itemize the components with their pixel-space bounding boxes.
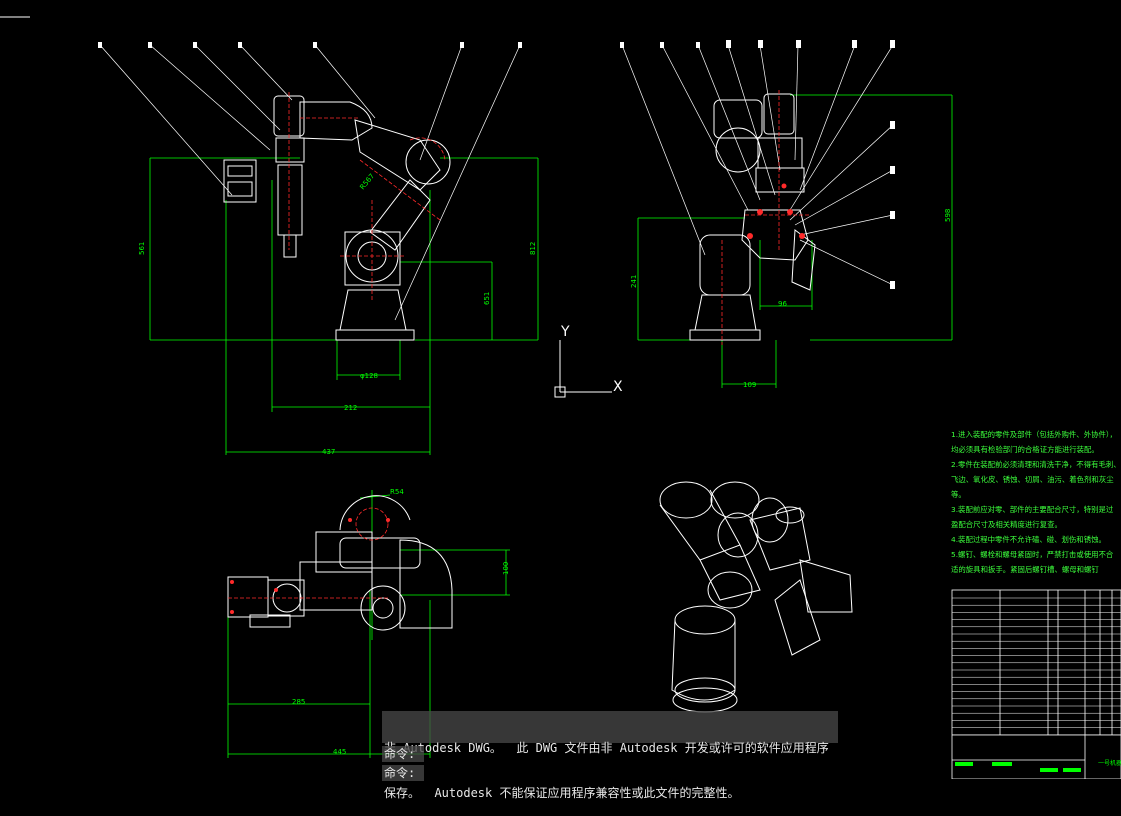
command-prompt-2[interactable]: 命令: [382, 765, 424, 781]
note-line: 盈配合尺寸及相关精度进行复查。 [951, 520, 1062, 529]
command-notice-line1: 非 Autodesk DWG。 此 DWG 文件由非 Autodesk 开发或许… [384, 741, 829, 755]
dim-top-445: 445 [333, 748, 346, 756]
note-line: 飞边、氧化皮、锈蚀、切屑、油污、着色剂和灰尘 [951, 475, 1114, 484]
dim-side-241: 241 [630, 275, 638, 288]
dim-side-598: 598 [944, 209, 952, 222]
dim-front-dia128: φ128 [360, 372, 378, 380]
front-view [98, 42, 539, 455]
dim-front-561: 561 [138, 242, 146, 255]
note-line: 4.装配过程中零件不允许磕、碰、划伤和锈蚀。 [951, 535, 1106, 544]
technical-notes: 1.进入装配的零件及部件（包括外购件、外协件）， 均必须具有检验部门的合格证方能… [951, 427, 1119, 577]
dim-front-437: 437 [322, 448, 335, 456]
cad-drawing-canvas[interactable]: 561 812 R567 651 φ128 212 437 [0, 0, 1121, 779]
dim-top-285: 285 [292, 698, 305, 706]
command-prompt-1[interactable]: 命令: [382, 746, 424, 762]
note-line: 3.装配前应对零、部件的主要配合尺寸，特别是过 [951, 505, 1114, 514]
dim-side-109: 109 [743, 381, 756, 389]
drawing-title: 一号机器人 [1098, 759, 1121, 767]
ucs-x-label: X [613, 379, 623, 395]
note-line: 2.零件在装配前必须清理和清洗干净，不得有毛刺、 [951, 460, 1119, 469]
command-history[interactable]: 非 Autodesk DWG。 此 DWG 文件由非 Autodesk 开发或许… [382, 711, 838, 800]
ucs-icon [554, 340, 612, 398]
command-notice-line2: 保存。 Autodesk 不能保证应用程序兼容性或此文件的完整性。 [384, 786, 740, 800]
dim-side-96: 96 [778, 300, 787, 308]
note-line: 适的旋具和扳手。紧固后螺钉槽、螺母和螺钉 [951, 565, 1099, 574]
dim-front-812: 812 [529, 242, 537, 255]
dim-top-100: 100 [502, 562, 510, 575]
dim-front-651: 651 [483, 292, 491, 305]
note-line: 等。 [951, 490, 966, 499]
note-line: 均必须具有检验部门的合格证方能进行装配。 [951, 445, 1099, 454]
side-view [620, 40, 953, 388]
dim-front-212: 212 [344, 404, 357, 412]
dim-top-r54: R54 [390, 488, 404, 496]
note-line: 5.螺钉、螺栓和螺母紧固时，严禁打击或使用不合 [951, 550, 1114, 559]
isometric-view [659, 481, 853, 713]
ucs-y-label: Y [560, 324, 570, 340]
note-line: 1.进入装配的零件及部件（包括外购件、外协件）， [951, 430, 1117, 439]
dim-front-r567: R567 [358, 172, 376, 191]
